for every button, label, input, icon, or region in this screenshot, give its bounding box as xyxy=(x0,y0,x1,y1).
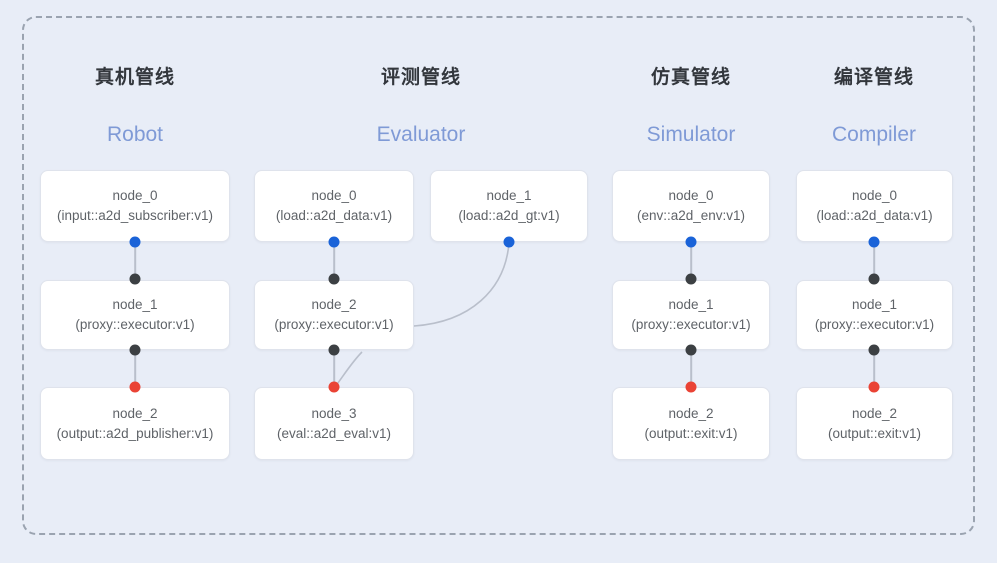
node-port-red[interactable] xyxy=(129,381,141,393)
node-name: node_2 xyxy=(851,405,898,421)
node-name: node_1 xyxy=(668,297,714,312)
node-box[interactable]: node_1(proxy::executor:v1) xyxy=(40,280,230,350)
node-port-red[interactable] xyxy=(328,381,340,393)
curved-edge xyxy=(334,351,363,388)
node-port-dark[interactable] xyxy=(868,273,880,285)
node-type: (load::a2d_data:v1) xyxy=(275,208,393,223)
node-name: node_0 xyxy=(311,188,357,203)
node-port-red[interactable] xyxy=(868,381,880,393)
node-port-dark[interactable] xyxy=(868,344,880,356)
node-box[interactable]: node_2(proxy::executor:v1) xyxy=(254,280,414,350)
column-title-en-evaluator: Evaluator xyxy=(376,123,466,146)
edge-line xyxy=(134,350,136,387)
column-title-cn-simulator: 仿真管线 xyxy=(650,67,731,88)
node-port-dark[interactable] xyxy=(328,273,340,285)
edge-line xyxy=(873,242,875,279)
node-type: (proxy::executor:v1) xyxy=(274,317,394,332)
node-type: (proxy::executor:v1) xyxy=(75,317,195,332)
node-port-blue[interactable] xyxy=(328,236,340,248)
node-port-blue[interactable] xyxy=(868,236,880,248)
node-box[interactable]: node_0(load::a2d_data:v1) xyxy=(796,170,953,242)
node-port-dark[interactable] xyxy=(129,344,141,356)
node-box[interactable]: node_1(proxy::executor:v1) xyxy=(612,280,770,350)
node-name: node_2 xyxy=(112,405,158,421)
node-box[interactable]: node_1(proxy::executor:v1) xyxy=(796,280,953,350)
curved-edge xyxy=(413,242,510,327)
node-port-dark[interactable] xyxy=(685,273,697,285)
edge-line xyxy=(134,242,136,279)
column-title-en-compiler: Compiler xyxy=(831,123,917,146)
column-title-cn-evaluator: 评测管线 xyxy=(380,67,461,88)
node-box[interactable]: node_2(output::a2d_publisher:v1) xyxy=(40,387,230,460)
node-box[interactable]: node_0(load::a2d_data:v1) xyxy=(254,170,414,242)
column-title-en-robot: Robot xyxy=(106,123,164,146)
column-title-en-simulator: Simulator xyxy=(646,123,736,146)
node-box[interactable]: node_0(env::a2d_env:v1) xyxy=(612,170,770,242)
node-name: node_1 xyxy=(851,297,898,312)
node-type: (output::a2d_publisher:v1) xyxy=(56,425,214,441)
node-type: (load::a2d_data:v1) xyxy=(816,208,933,223)
node-box[interactable]: node_0(input::a2d_subscriber:v1) xyxy=(40,170,230,242)
node-type: (output::exit:v1) xyxy=(827,425,922,441)
edge-line xyxy=(690,242,692,279)
node-name: node_0 xyxy=(112,188,158,203)
edge-line xyxy=(333,350,335,387)
node-port-blue[interactable] xyxy=(503,236,515,248)
node-name: node_3 xyxy=(311,405,357,421)
node-name: node_0 xyxy=(851,188,898,203)
node-port-dark[interactable] xyxy=(685,344,697,356)
edge-line xyxy=(873,350,875,387)
node-name: node_0 xyxy=(668,188,714,203)
node-port-dark[interactable] xyxy=(328,344,340,356)
node-box[interactable]: node_1(load::a2d_gt:v1) xyxy=(430,170,588,242)
node-name: node_2 xyxy=(311,297,357,312)
node-type: (proxy::executor:v1) xyxy=(631,317,751,332)
node-name: node_1 xyxy=(112,297,158,312)
node-type: (load::a2d_gt:v1) xyxy=(458,208,560,223)
node-port-blue[interactable] xyxy=(129,236,141,248)
column-title-cn-compiler: 编译管线 xyxy=(833,67,914,88)
column-title-cn-robot: 真机管线 xyxy=(94,67,175,88)
node-type: (input::a2d_subscriber:v1) xyxy=(56,208,214,223)
node-type: (output::exit:v1) xyxy=(644,425,738,441)
edge-line xyxy=(690,350,692,387)
node-type: (env::a2d_env:v1) xyxy=(636,208,746,223)
node-type: (eval::a2d_eval:v1) xyxy=(276,425,392,441)
node-type: (proxy::executor:v1) xyxy=(814,317,935,332)
node-port-dark[interactable] xyxy=(129,273,141,285)
node-box[interactable]: node_2(output::exit:v1) xyxy=(612,387,770,460)
edge-line xyxy=(333,242,335,279)
node-box[interactable]: node_3(eval::a2d_eval:v1) xyxy=(254,387,414,460)
node-box[interactable]: node_2(output::exit:v1) xyxy=(796,387,953,460)
node-name: node_2 xyxy=(668,405,714,421)
node-port-blue[interactable] xyxy=(685,236,697,248)
node-port-red[interactable] xyxy=(685,381,697,393)
node-name: node_1 xyxy=(486,188,532,203)
